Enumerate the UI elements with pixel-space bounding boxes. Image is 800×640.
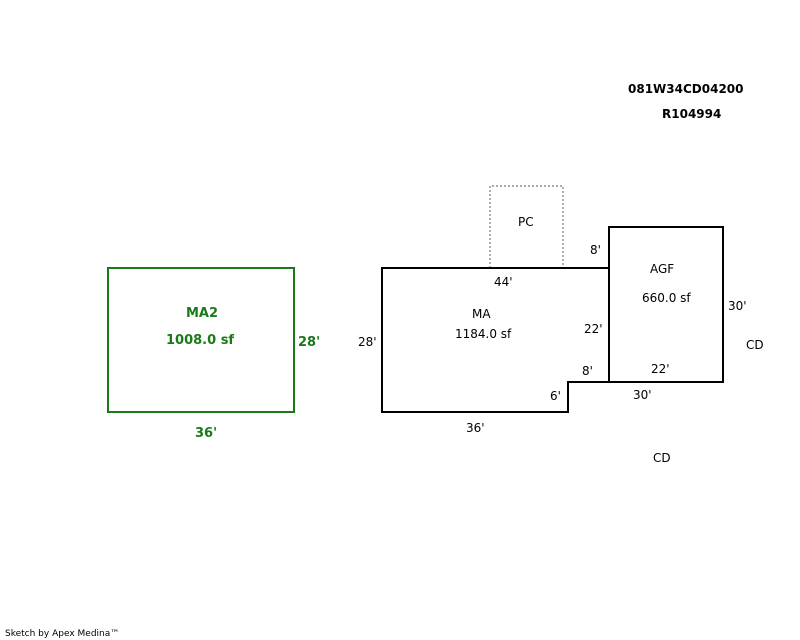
- account-id: R104994: [662, 107, 721, 121]
- ma2-width-dimension: 36': [195, 426, 217, 441]
- ma-area: 1184.0 sf: [455, 327, 512, 341]
- ma2-outline: [107, 267, 295, 413]
- pc-outline: [489, 185, 564, 268]
- ma-top-dimension: 44': [494, 275, 513, 289]
- ma-bottom-dimension: 36': [466, 421, 485, 435]
- ma2-name: MA2: [186, 306, 218, 321]
- agf-right-dimension: 30': [728, 299, 747, 313]
- ma-left-dimension: 28': [358, 335, 377, 349]
- agf-area: 660.0 sf: [642, 291, 691, 305]
- cd-bottom-label: CD: [653, 451, 671, 465]
- ma-step-vertical-dimension: 6': [550, 389, 561, 403]
- agf-inner-dimension: 22': [651, 362, 670, 376]
- ma-right-dimension: 22': [584, 322, 603, 336]
- agf-outline: [608, 226, 724, 383]
- agf-name: AGF: [650, 262, 674, 276]
- sketch-credit: Sketch by Apex Medina™: [5, 629, 119, 639]
- ma-name: MA: [472, 307, 491, 321]
- ma2-height-dimension: 28': [298, 335, 320, 350]
- cd-right-label: CD: [746, 338, 764, 352]
- ma-step-horizontal-dimension: 8': [582, 364, 593, 378]
- agf-bottom-dimension: 30': [633, 388, 652, 402]
- ma2-area: 1008.0 sf: [166, 333, 234, 348]
- pc-side-dimension: 8': [590, 243, 601, 257]
- pc-name: PC: [518, 215, 534, 229]
- map-id: 081W34CD04200: [628, 82, 744, 96]
